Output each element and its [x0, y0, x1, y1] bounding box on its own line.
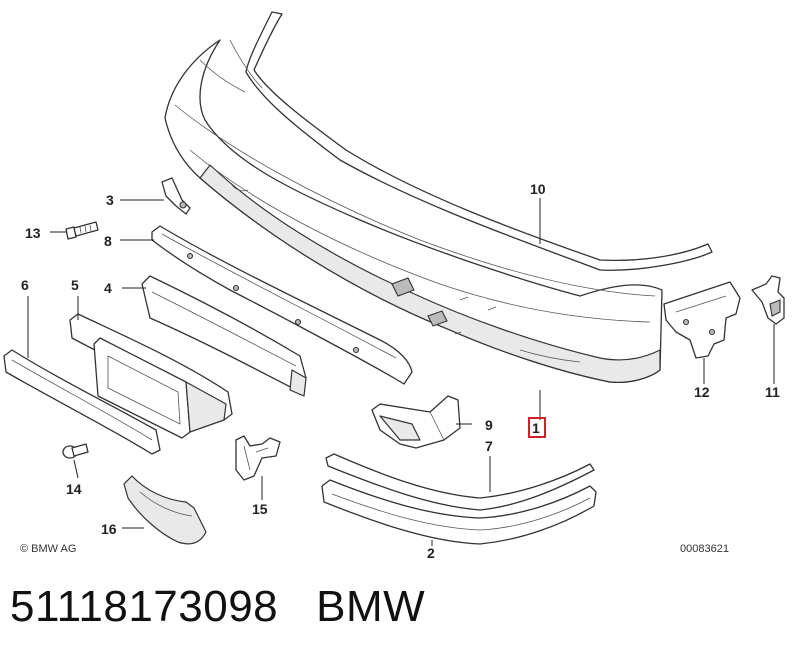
- callout-labels: 1 2 3 4 5 6 7 8 9 10 11 12 13 14 15 16: [21, 181, 780, 561]
- callout-10: 10: [530, 181, 546, 197]
- callout-4: 4: [104, 280, 112, 296]
- callout-3: 3: [106, 192, 114, 208]
- part-8-grille-strip: [151, 225, 413, 385]
- part-7-lower-trim: [325, 453, 595, 511]
- callout-6: 6: [21, 277, 29, 293]
- part-2-bottom-trim: [321, 479, 597, 545]
- leader-lines: [27, 198, 775, 546]
- callout-9: 9: [485, 417, 493, 433]
- callout-2: 2: [427, 545, 435, 561]
- callout-8: 8: [104, 233, 112, 249]
- part-10-seal-strip: [245, 11, 713, 271]
- copyright-text: © BMW AG: [20, 543, 76, 555]
- part-number: 51118173098: [10, 582, 279, 631]
- part-5-lower-strip: [69, 313, 233, 439]
- callout-15: 15: [252, 501, 268, 517]
- callout-13: 13: [25, 225, 41, 241]
- part-1-bumper-cover: [164, 39, 663, 384]
- part-3-bracket: [161, 177, 191, 215]
- brand-name: BMW: [316, 582, 426, 631]
- callout-16: 16: [101, 521, 117, 537]
- part-4-license-bracket: [141, 275, 307, 397]
- callout-1: 1: [532, 420, 540, 436]
- part-13-screw: [65, 221, 99, 240]
- parts-diagram: 1 2 3 4 5 6 7 8 9 10 11 12 13 14 15 16 ©…: [3, 11, 785, 561]
- part-9-air-guide: [371, 395, 461, 449]
- part-15-mount-bracket: [235, 435, 281, 481]
- part-11-retainer: [751, 275, 785, 325]
- part-14-clip: [62, 443, 89, 459]
- callout-12: 12: [694, 384, 710, 400]
- callout-5: 5: [71, 277, 79, 293]
- part-caption: 51118173098 BMW: [10, 582, 463, 632]
- part-6-trim-strip: [3, 349, 161, 455]
- callout-1-highlight-box: [528, 417, 546, 438]
- part-16-air-duct: [123, 475, 207, 545]
- callout-11: 11: [765, 384, 780, 400]
- callout-14: 14: [66, 481, 82, 497]
- callout-7: 7: [485, 438, 493, 454]
- part-12-side-bracket: [663, 281, 741, 359]
- image-number: 00083621: [680, 543, 729, 555]
